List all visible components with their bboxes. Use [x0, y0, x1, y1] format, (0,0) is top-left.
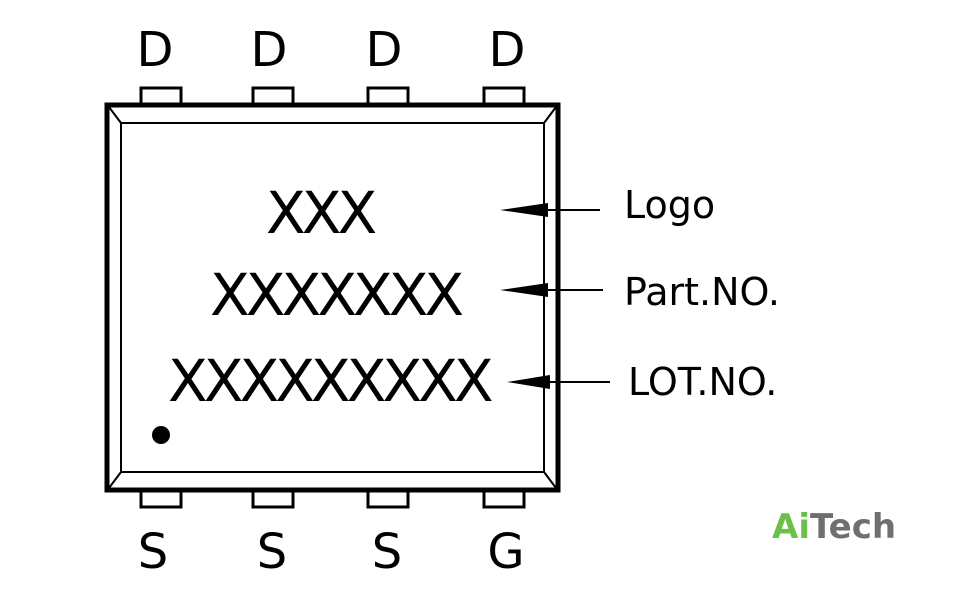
callout-label-logo: Logo — [624, 183, 716, 227]
package-body — [104, 102, 561, 493]
top-pin-label: D — [250, 22, 288, 78]
bevel-line — [108, 471, 122, 489]
marking-line-logo: XXX — [266, 179, 377, 247]
marking-line-part-number: XXXXXXX — [210, 261, 464, 329]
callout-label-lot-number: LOT.NO. — [628, 360, 778, 404]
callout-arrowhead-lot — [507, 375, 550, 389]
bottom-pin-label: S — [371, 524, 403, 580]
bottom-pin-label: S — [137, 524, 169, 580]
bottom-pin-label: S — [256, 524, 288, 580]
package-top-surface — [120, 122, 545, 473]
bevel-line — [543, 471, 557, 489]
callout-arrowhead-part — [500, 283, 548, 297]
aitech-logo: AiTech — [772, 510, 896, 544]
callout-arrowhead-logo — [500, 203, 548, 217]
bevel-line — [108, 106, 122, 124]
brand-part2: Tech — [809, 507, 897, 547]
top-pin-label: D — [365, 22, 403, 78]
top-pin-label: D — [136, 22, 174, 78]
bevel-line — [543, 106, 557, 124]
top-pin-label: D — [488, 22, 526, 78]
marking-line-lot-number: XXXXXXXXX — [168, 347, 494, 415]
brand-part1: Ai — [772, 507, 810, 547]
callout-label-part-number: Part.NO. — [624, 270, 780, 314]
pin1-indicator-dot — [152, 426, 170, 444]
bottom-pin-label: G — [487, 524, 525, 580]
